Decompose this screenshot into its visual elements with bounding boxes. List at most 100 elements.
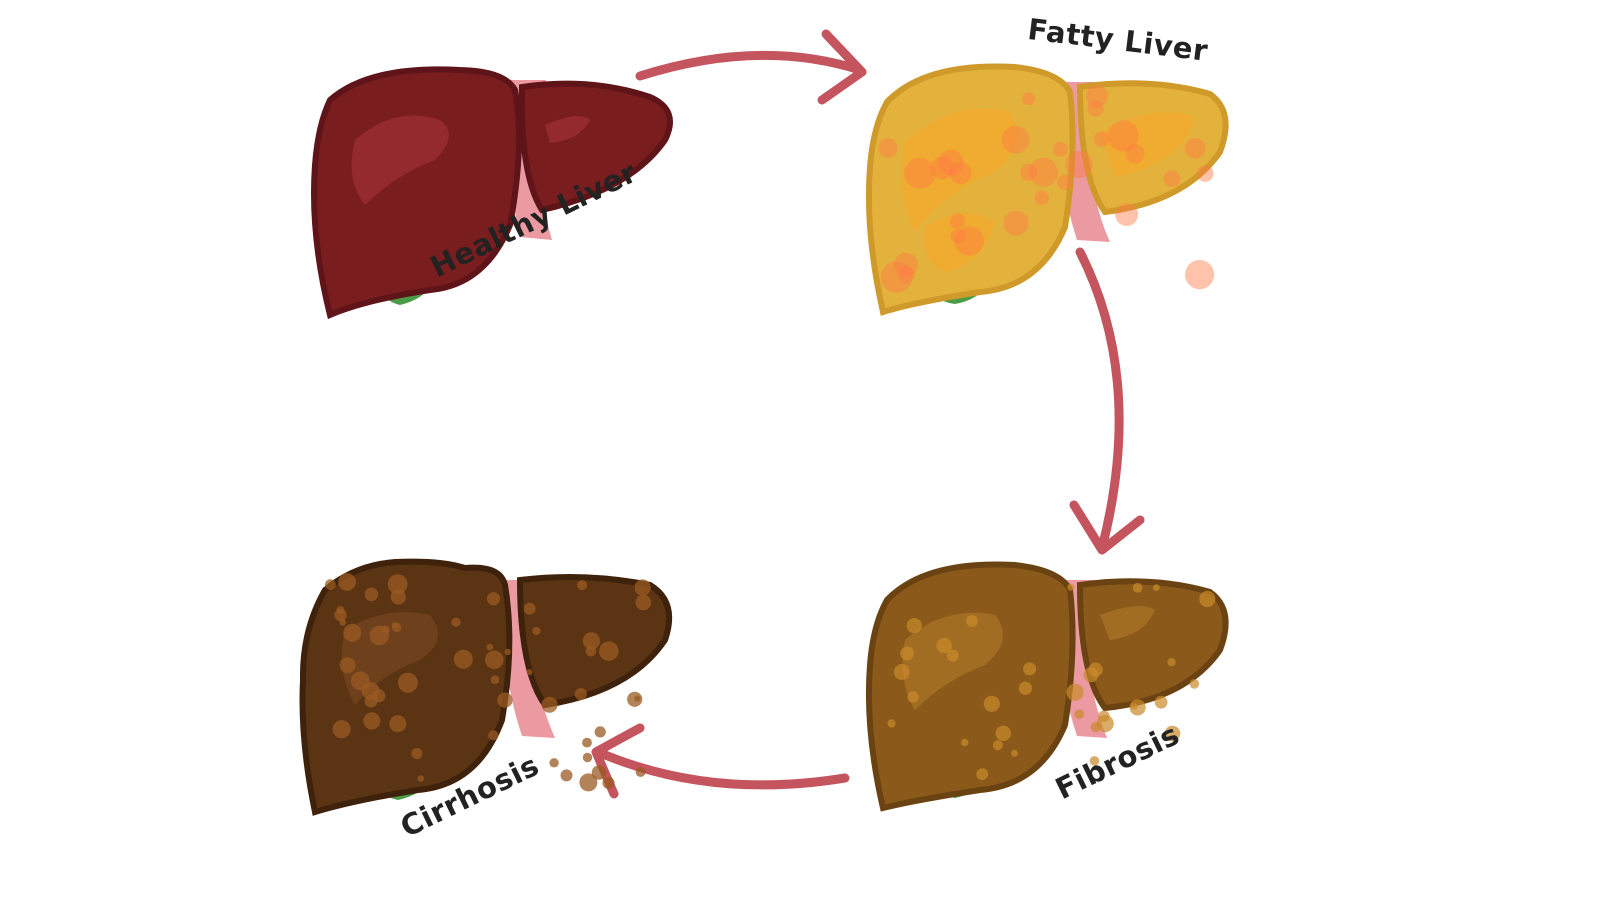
liver-spot xyxy=(1029,157,1058,187)
liver-spot xyxy=(1163,170,1181,188)
liver-spot xyxy=(350,671,370,691)
liver-spot xyxy=(949,162,972,185)
liver-spot xyxy=(1154,695,1168,709)
liver-spot xyxy=(1132,582,1143,593)
liver-spot xyxy=(579,773,598,792)
liver-spot xyxy=(1107,120,1139,152)
liver-spot xyxy=(1087,100,1104,117)
liver-spot xyxy=(1057,174,1073,191)
liver-spot xyxy=(486,592,501,606)
liver-spot xyxy=(1053,141,1068,157)
liver-fatty xyxy=(865,63,1229,316)
liver-spot xyxy=(372,689,386,703)
liver-spot xyxy=(965,615,978,627)
liver-spot xyxy=(635,594,652,611)
liver-fibrosis xyxy=(865,561,1229,812)
arrow-right-icon xyxy=(817,29,867,105)
liver-spot xyxy=(1094,131,1110,147)
liver-spot xyxy=(880,261,913,293)
liver-spot xyxy=(887,719,896,728)
liver-left-lobe xyxy=(311,66,522,320)
liver-spot xyxy=(1130,702,1138,710)
liver-spot xyxy=(523,602,536,615)
liver-highlight xyxy=(1100,112,1195,177)
liver-spot xyxy=(1184,137,1206,159)
liver-spot xyxy=(634,695,641,702)
liver-spot xyxy=(1067,583,1075,591)
liver-spot xyxy=(961,738,969,747)
liver-spot xyxy=(992,740,1003,751)
liver-spot xyxy=(1011,749,1018,757)
liver-spot xyxy=(976,768,989,781)
liver-spot xyxy=(490,675,500,685)
liver-spot xyxy=(1098,710,1110,723)
liver-spot xyxy=(417,775,425,782)
arrow-left-icon xyxy=(593,747,850,790)
liver-spot xyxy=(907,691,919,703)
liver-spot xyxy=(1034,190,1050,205)
liver-spot xyxy=(1125,144,1145,164)
liver-spot xyxy=(389,715,407,733)
liver-spot xyxy=(904,157,936,189)
liver-spot xyxy=(1001,125,1030,154)
progression-arrows xyxy=(591,29,1145,799)
liver-spot xyxy=(325,579,336,590)
liver-spot xyxy=(950,213,966,229)
liver-spot xyxy=(1066,683,1084,701)
liver-spot xyxy=(549,758,559,768)
liver-spot xyxy=(339,657,356,674)
liver-spot xyxy=(1185,260,1215,290)
liver-spot xyxy=(1153,584,1160,591)
liver-spot xyxy=(332,720,351,739)
liver-spot xyxy=(983,695,1000,712)
liver-spot xyxy=(946,649,959,662)
liver-spot xyxy=(938,149,964,176)
liver-right-lobe xyxy=(518,80,673,214)
liver-spot xyxy=(1003,210,1029,236)
liver-spot xyxy=(338,573,356,591)
liver-spot xyxy=(1022,92,1036,106)
liver-spot xyxy=(526,669,533,676)
liver-spot xyxy=(897,266,915,283)
liver-healthy xyxy=(311,66,673,320)
liver-highlight xyxy=(1100,606,1155,640)
liver-spot xyxy=(334,608,347,622)
liver-spot xyxy=(1199,590,1216,608)
liver-spot xyxy=(488,730,499,741)
liver-spot xyxy=(878,138,898,158)
liver-spot xyxy=(486,643,494,651)
liver-highlight xyxy=(924,213,995,272)
liver-spot xyxy=(363,712,381,730)
liver-spot xyxy=(339,619,347,626)
liver-spot xyxy=(900,646,914,661)
arrow-down-icon xyxy=(1075,247,1124,553)
liver-spot xyxy=(906,618,922,634)
liver-spot xyxy=(1088,662,1103,677)
liver-spot xyxy=(1167,658,1176,667)
liver-spots xyxy=(325,85,1216,792)
liver-spot xyxy=(1074,709,1084,719)
liver-spot xyxy=(391,622,402,633)
liver-spot xyxy=(893,664,910,680)
liver-spot xyxy=(1089,756,1100,766)
liver-spot xyxy=(599,641,619,661)
liver-spot xyxy=(532,626,541,636)
liver-spot xyxy=(560,769,573,782)
liver-highlight xyxy=(351,115,449,205)
liver-spot xyxy=(1115,203,1139,226)
liver-spot xyxy=(574,688,587,701)
liver-spot xyxy=(594,726,606,738)
liver-spot xyxy=(582,737,592,748)
liver-spot xyxy=(364,587,379,602)
liver-spot xyxy=(381,625,390,634)
liver-spot xyxy=(930,156,954,180)
liver-spot xyxy=(635,767,646,777)
liver-spot xyxy=(343,623,362,642)
liver-spot xyxy=(950,228,966,244)
liver-spot xyxy=(397,672,418,693)
liver-spot xyxy=(411,748,423,760)
liver-highlight xyxy=(901,108,1018,232)
liver-spot xyxy=(1164,725,1181,742)
